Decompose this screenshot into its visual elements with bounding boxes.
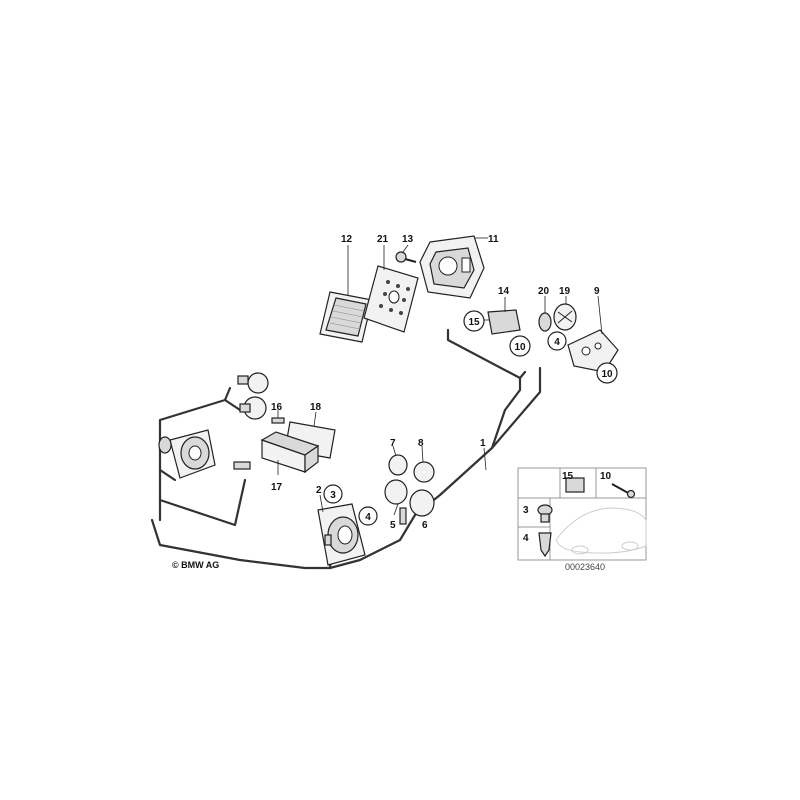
part-13-screw — [395, 244, 417, 263]
legend-callout-3: 3 — [523, 505, 529, 516]
part-17-amplifier-block — [233, 431, 320, 475]
part-5-grommet — [384, 479, 408, 525]
callout-19: 19 — [559, 286, 571, 297]
legend-callout-15: 15 — [562, 471, 574, 482]
callout-14: 14 — [498, 286, 510, 297]
copyright-text: © BMW AG — [172, 560, 219, 570]
callout-8: 8 — [418, 438, 424, 449]
part-16-clip — [271, 410, 285, 424]
callout-16: 16 — [271, 402, 283, 413]
callout-18: 18 — [310, 402, 322, 413]
diagram-number: 00023640 — [565, 562, 605, 572]
part-20-ring — [538, 296, 552, 332]
legend-callout-4: 4 — [523, 533, 529, 544]
svg-text:4: 4 — [365, 512, 371, 523]
callout-9: 9 — [594, 286, 600, 297]
callout-13: 13 — [402, 234, 414, 245]
part-9-tweeter-housing — [567, 295, 619, 373]
callout-10-circled-b: 10 — [596, 362, 618, 384]
part-11-housing — [419, 235, 488, 299]
callout-12: 12 — [341, 234, 353, 245]
part-6-grommet — [409, 489, 435, 517]
svg-text:15: 15 — [468, 317, 480, 328]
wiring-harness — [150, 328, 542, 570]
callout-21: 21 — [377, 234, 389, 245]
callout-10-circled-a: 10 — [509, 335, 531, 357]
legend-callout-10: 10 — [600, 471, 612, 482]
fastener-legend: 15 10 3 4 — [517, 467, 647, 561]
callout-4-circled-b: 4 — [547, 331, 567, 351]
callout-4-circled: 4 — [358, 506, 378, 526]
left-connectors — [237, 372, 269, 420]
callout-17: 17 — [271, 482, 283, 493]
part-2-speaker — [317, 494, 366, 566]
callout-20: 20 — [538, 286, 550, 297]
svg-text:10: 10 — [514, 342, 526, 353]
rear-speaker-left — [158, 429, 216, 479]
part-21-plate — [363, 245, 419, 333]
part-7-grommet — [388, 445, 408, 476]
callout-7: 7 — [390, 438, 396, 449]
callout-2: 2 — [316, 485, 322, 496]
part-8-grommet — [413, 445, 435, 483]
callout-15-circled: 15 — [463, 310, 485, 332]
part-14-connector — [484, 297, 521, 335]
svg-text:3: 3 — [330, 490, 336, 501]
part-19-cap — [553, 296, 577, 331]
callout-1: 1 — [480, 438, 486, 449]
svg-text:10: 10 — [601, 369, 613, 380]
callout-11: 11 — [488, 234, 499, 245]
callout-3-circled: 3 — [323, 484, 343, 504]
part-12-grille — [319, 245, 373, 343]
svg-text:4: 4 — [554, 337, 560, 348]
callout-6: 6 — [422, 520, 428, 531]
callout-5: 5 — [390, 520, 396, 531]
